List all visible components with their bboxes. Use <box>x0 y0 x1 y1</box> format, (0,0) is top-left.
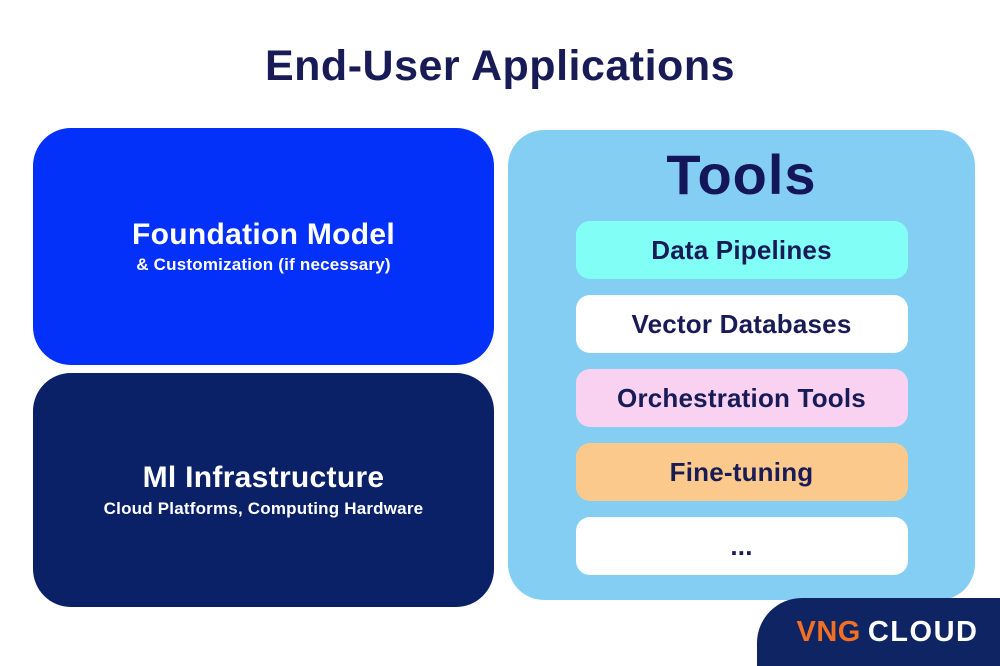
foundation-model-subtitle: & Customization (if necessary) <box>136 255 391 275</box>
tool-pill: Data Pipelines <box>575 221 908 279</box>
tool-pill: ... <box>575 517 908 575</box>
ml-infrastructure-box: Ml Infrastructure Cloud Platforms, Compu… <box>33 373 494 607</box>
tool-pill: Fine-tuning <box>575 443 908 501</box>
vng-cloud-logo: VNG CLOUD <box>757 598 1000 666</box>
page-title: End-User Applications <box>264 42 736 90</box>
foundation-model-title: Foundation Model <box>131 217 396 251</box>
ml-infrastructure-subtitle: Cloud Platforms, Computing Hardware <box>103 498 424 518</box>
vng-logo-product-text: CLOUD <box>867 615 979 648</box>
tools-panel-title: Tools <box>666 143 817 206</box>
foundation-model-box: Foundation Model & Customization (if nec… <box>33 128 494 365</box>
ml-infrastructure-title: Ml Infrastructure <box>142 461 385 495</box>
vng-logo-brand-text: VNG <box>796 615 861 648</box>
tool-pill: Vector Databases <box>575 295 908 353</box>
tool-pill: Orchestration Tools <box>575 369 908 427</box>
